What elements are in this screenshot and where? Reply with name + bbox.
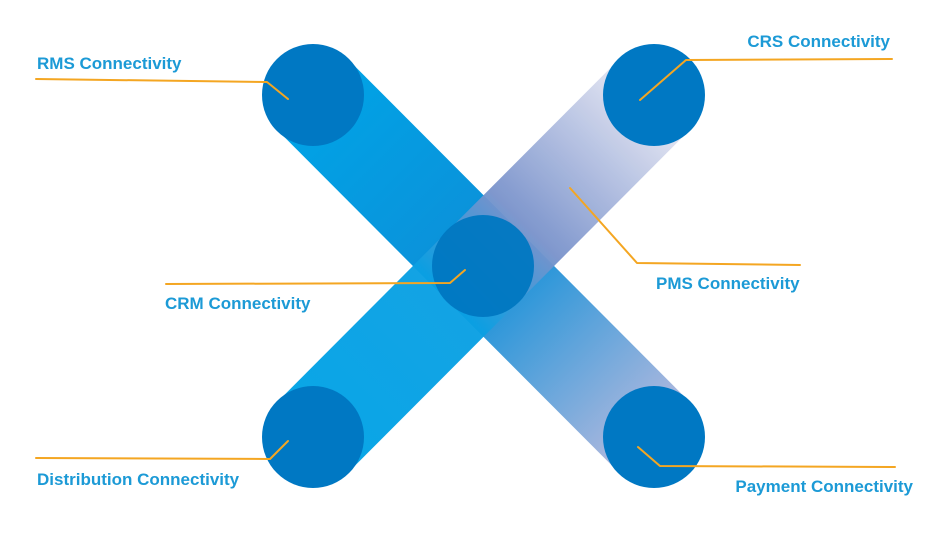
leader-pms (569, 187, 801, 266)
label-rms: RMS Connectivity (37, 54, 182, 73)
leader-crm (165, 269, 466, 285)
label-crm: CRM Connectivity (165, 294, 311, 313)
leader-crs (639, 58, 893, 101)
node-crs (603, 44, 705, 146)
leader-payment (637, 446, 896, 468)
node-rms (262, 44, 364, 146)
leader-rms (35, 78, 289, 100)
node-distribution (262, 386, 364, 488)
label-pms: PMS Connectivity (656, 274, 800, 293)
node-payment (603, 386, 705, 488)
node-crm (432, 215, 534, 317)
label-distribution: Distribution Connectivity (37, 470, 240, 489)
label-crs: CRS Connectivity (747, 32, 890, 51)
label-payment: Payment Connectivity (735, 477, 913, 496)
leader-distribution (35, 440, 289, 460)
